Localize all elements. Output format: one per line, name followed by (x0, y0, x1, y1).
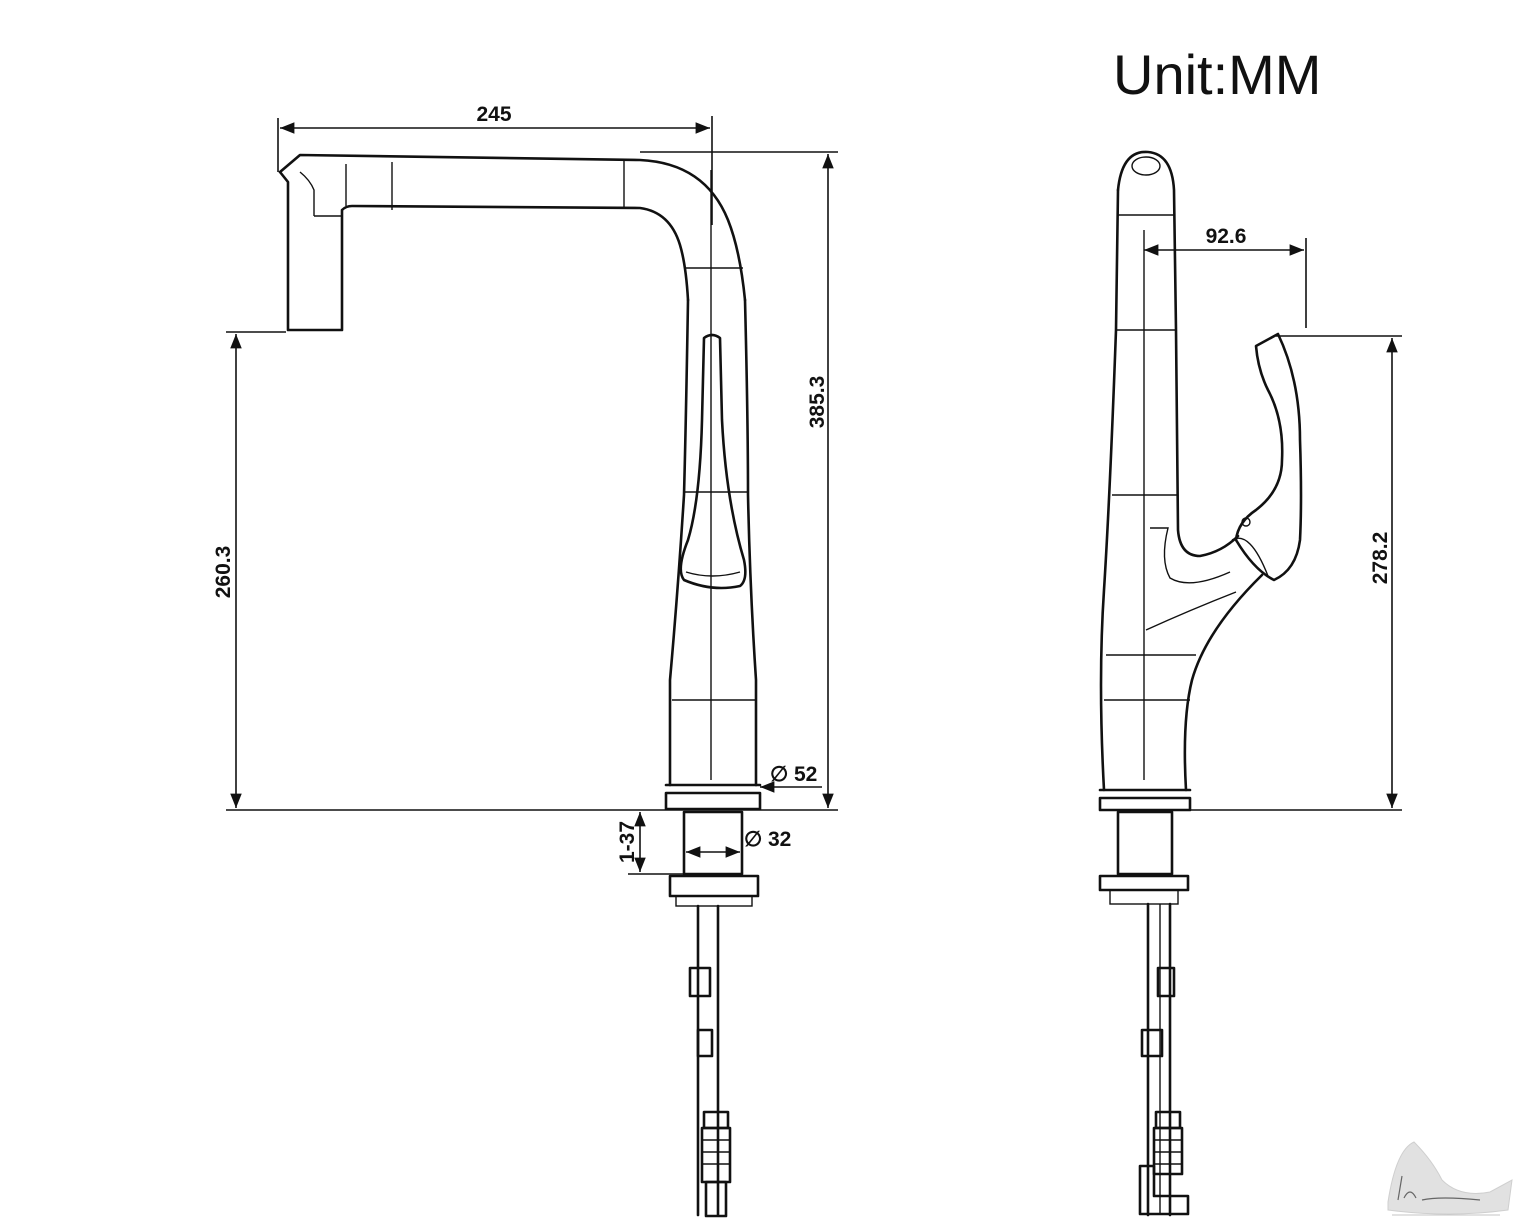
dim-handle-height: 278.2 (1369, 532, 1392, 585)
side-dimensions: 92.6 278.2 (1144, 225, 1402, 811)
dim-deck-thickness: 1-37 (616, 821, 639, 863)
diameter-symbol-32: ∅ (744, 828, 762, 851)
front-view: 245 385.3 260.3 ∅ 52 ∅ 32 1-37 (212, 103, 838, 1218)
unit-label: Unit:MM (1113, 43, 1321, 106)
side-view: 92.6 278.2 (1098, 150, 1402, 1217)
side-shank-outline (1098, 810, 1190, 1217)
handle-outline (679, 333, 747, 590)
side-body-outline (1098, 150, 1264, 812)
dim-spout-reach: 245 (476, 103, 511, 126)
front-dimensions: 245 385.3 260.3 ∅ 52 ∅ 32 1-37 (212, 103, 838, 875)
signature-logo-icon (1387, 1141, 1513, 1216)
dim-handle-offset: 92.6 (1206, 225, 1247, 248)
side-handle-outline (1231, 332, 1303, 582)
diameter-symbol-52: ∅ (770, 763, 788, 786)
dim-shank-diameter: 32 (768, 828, 791, 851)
dim-spout-height: 260.3 (212, 546, 235, 599)
body-outline (664, 170, 762, 811)
shank-outline (668, 810, 760, 1218)
dim-total-height: 385.3 (806, 376, 829, 429)
dim-base-diameter: 52 (794, 763, 817, 786)
spout-outline (278, 153, 747, 332)
